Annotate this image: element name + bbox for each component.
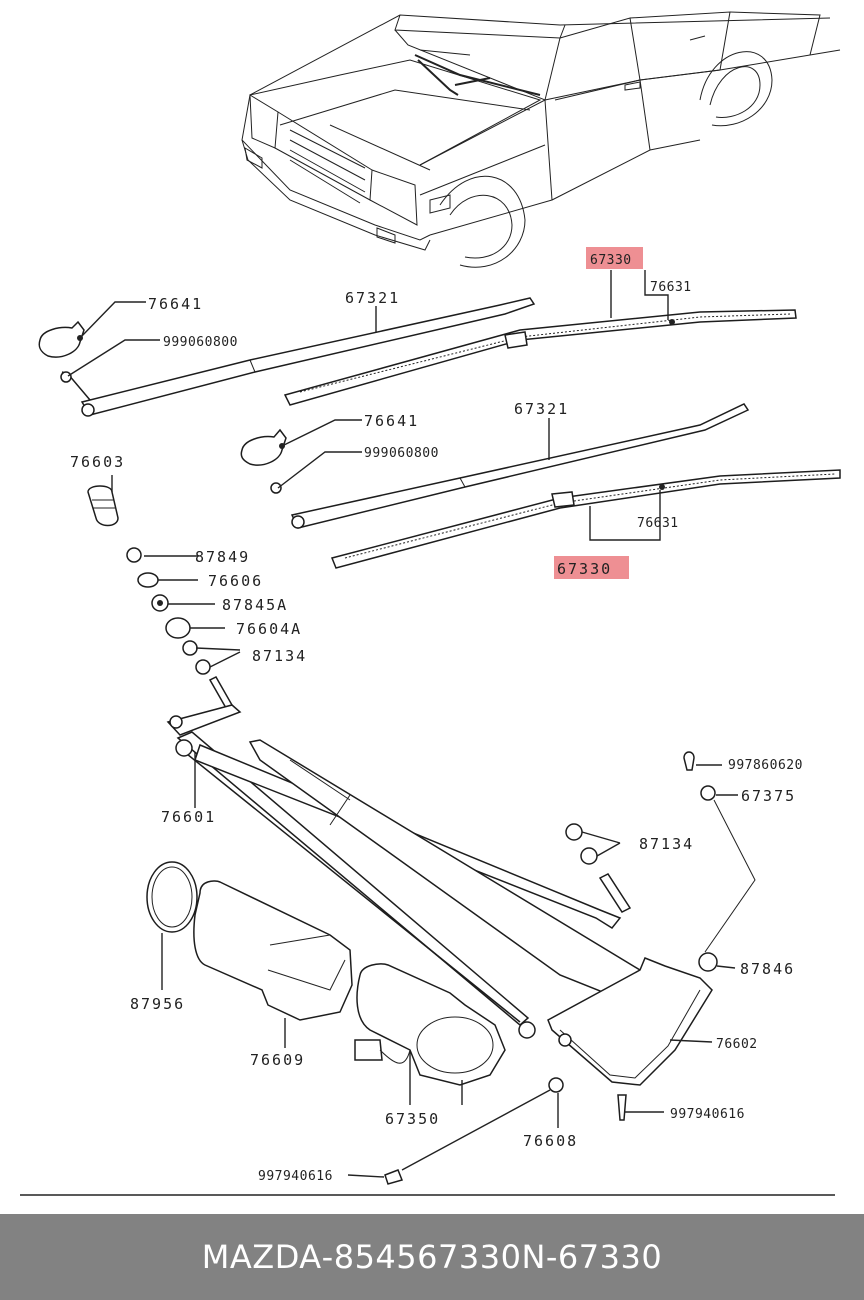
bracket-76602 — [547, 957, 713, 1121]
footer-bar: MAZDA - 854567330 N - 67330 — [0, 1214, 864, 1300]
label-refill-top: 76631 — [650, 280, 692, 295]
footer-separator-2: - — [545, 1238, 558, 1276]
label-bracket: 76602 — [716, 1037, 758, 1052]
label-blade-top: 67330 — [590, 253, 632, 268]
motor-67350 — [354, 963, 506, 1185]
label-87846: 87846 — [740, 960, 795, 978]
label-997860620: 997860620 — [728, 758, 803, 773]
footer-brand: MAZDA — [201, 1238, 322, 1276]
label-motor-cover: 76609 — [250, 1051, 305, 1069]
label-997940616-left: 997940616 — [258, 1169, 333, 1184]
pivot-stack — [87, 485, 234, 709]
label-washer: 76608 — [523, 1132, 578, 1150]
seal-87956 — [146, 861, 198, 933]
label-linkage: 76601 — [161, 808, 216, 826]
label-67375: 67375 — [741, 787, 796, 805]
label-997940616-right: 997940616 — [670, 1107, 745, 1122]
label-arm-mid: 67321 — [514, 400, 569, 418]
top-cap-76641 — [38, 320, 85, 358]
middle-cap-76641 — [240, 428, 287, 466]
label-87134-left: 87134 — [252, 647, 307, 665]
label-blade-mid: 67330 — [557, 560, 612, 578]
footer-code-prefix: N — [521, 1238, 546, 1276]
leader-lines — [67, 270, 738, 1178]
label-nut-mid: 999060800 — [364, 446, 439, 461]
top-nut — [60, 371, 72, 383]
footer-code: 67330 — [557, 1238, 663, 1276]
highlight-box-top — [586, 247, 643, 269]
label-motor: 67350 — [385, 1110, 440, 1128]
label-87845a: 87845A — [222, 596, 288, 614]
top-wiper-blade — [283, 309, 797, 406]
label-arm-top: 67321 — [345, 289, 400, 307]
label-76604a: 76604A — [236, 620, 302, 638]
footer-part-number: 854567330 — [333, 1238, 522, 1276]
label-nut-top: 999060800 — [163, 335, 238, 350]
footer-separator-1: - — [321, 1238, 334, 1276]
wiper-parts-diagram: 67330 76631 67321 76641 999060800 76641 … — [20, 11, 841, 1196]
label-cap-mid: 76641 — [364, 412, 419, 430]
label-87849: 87849 — [195, 548, 250, 566]
middle-wiper-blade — [330, 469, 841, 569]
middle-nut — [270, 482, 282, 494]
middle-wiper-arm — [290, 403, 750, 529]
label-pivot-cap: 76603 — [70, 453, 125, 471]
car-illustration — [241, 11, 841, 268]
motor-cover-76609 — [193, 880, 353, 1021]
label-87134-right: 87134 — [639, 835, 694, 853]
label-refill-mid: 76631 — [637, 516, 679, 531]
label-seal: 87956 — [130, 995, 185, 1013]
label-76606: 76606 — [208, 572, 263, 590]
highlight-box-middle — [554, 556, 629, 579]
label-cap-top: 76641 — [148, 295, 203, 313]
linkage-76601 — [166, 704, 651, 1039]
right-small-parts — [565, 751, 756, 972]
